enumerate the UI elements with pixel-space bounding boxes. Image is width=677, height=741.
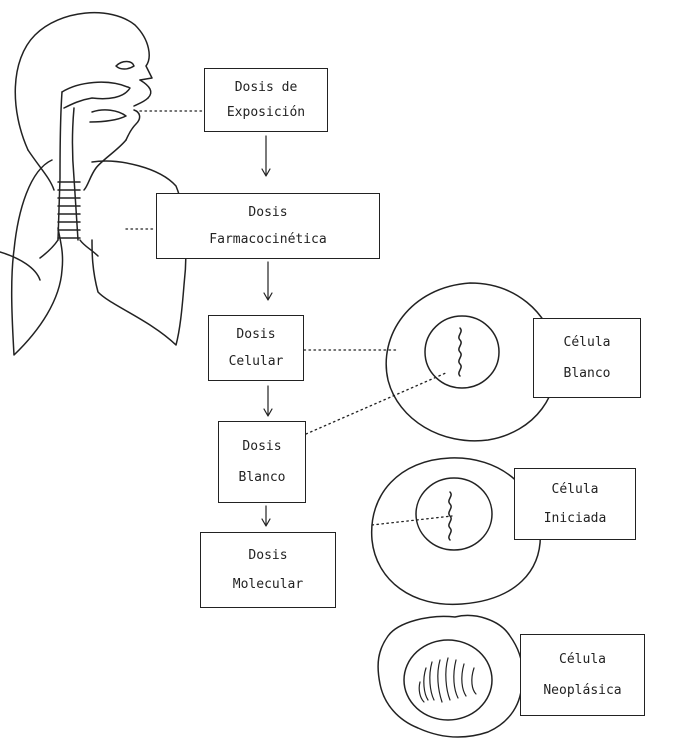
target-dose-line1: Dosis bbox=[242, 439, 281, 454]
arrow-target-to-molecular bbox=[262, 506, 270, 526]
cellular-dose-line1: Dosis bbox=[236, 327, 275, 342]
arrow-pharmaco-to-cellular bbox=[264, 262, 272, 300]
initiated-cell-line2: Iniciada bbox=[544, 511, 607, 526]
pharmacokinetic-dose-box: Dosis Farmacocinética bbox=[156, 193, 380, 259]
target-cell bbox=[386, 283, 557, 441]
initiated-connector bbox=[372, 516, 452, 525]
target-cell-line1: Célula bbox=[564, 335, 611, 350]
initiated-cell-nucleus bbox=[416, 478, 492, 550]
molecular-dose-box: Dosis Molecular bbox=[200, 532, 336, 608]
exposure-dose-line1: Dosis de bbox=[235, 80, 298, 95]
neoplastic-cell-line1: Célula bbox=[559, 652, 606, 667]
molecular-dose-line1: Dosis bbox=[248, 548, 287, 563]
target-dose-line2: Blanco bbox=[239, 470, 286, 485]
pharmacokinetic-dose-line2: Farmacocinética bbox=[209, 232, 326, 247]
pharmacokinetic-dose-line1: Dosis bbox=[248, 205, 287, 220]
cellular-dose-box: Dosis Celular bbox=[208, 315, 304, 381]
arrow-exposure-to-pharmaco bbox=[262, 136, 270, 176]
exposure-dose-box: Dosis de Exposición bbox=[204, 68, 328, 132]
neoplastic-cell-chromosomes bbox=[419, 658, 476, 702]
target-cell-membrane bbox=[386, 283, 557, 441]
target-cell-nucleus bbox=[425, 316, 499, 388]
target-dose-box: Dosis Blanco bbox=[218, 421, 306, 503]
molecular-dose-line2: Molecular bbox=[233, 577, 303, 592]
neoplastic-cell-membrane bbox=[378, 616, 522, 737]
arrow-cellular-to-target bbox=[264, 386, 272, 416]
human-respiratory-figure bbox=[0, 13, 186, 355]
cellular-dose-line2: Celular bbox=[229, 354, 284, 369]
neoplastic-cell-line2: Neoplásica bbox=[543, 683, 621, 698]
target-cell-line2: Blanco bbox=[564, 366, 611, 381]
target-cell-dna bbox=[459, 328, 461, 376]
neoplastic-cell bbox=[378, 616, 522, 737]
target-connector bbox=[306, 372, 448, 434]
initiated-cell-label-box: Célula Iniciada bbox=[514, 468, 636, 540]
initiated-cell-line1: Célula bbox=[552, 482, 599, 497]
target-cell-label-box: Célula Blanco bbox=[533, 318, 641, 398]
neoplastic-cell-nucleus bbox=[404, 640, 492, 720]
exposure-dose-line2: Exposición bbox=[227, 105, 305, 120]
initiated-cell-dna bbox=[449, 492, 451, 540]
neoplastic-cell-label-box: Célula Neoplásica bbox=[520, 634, 645, 716]
